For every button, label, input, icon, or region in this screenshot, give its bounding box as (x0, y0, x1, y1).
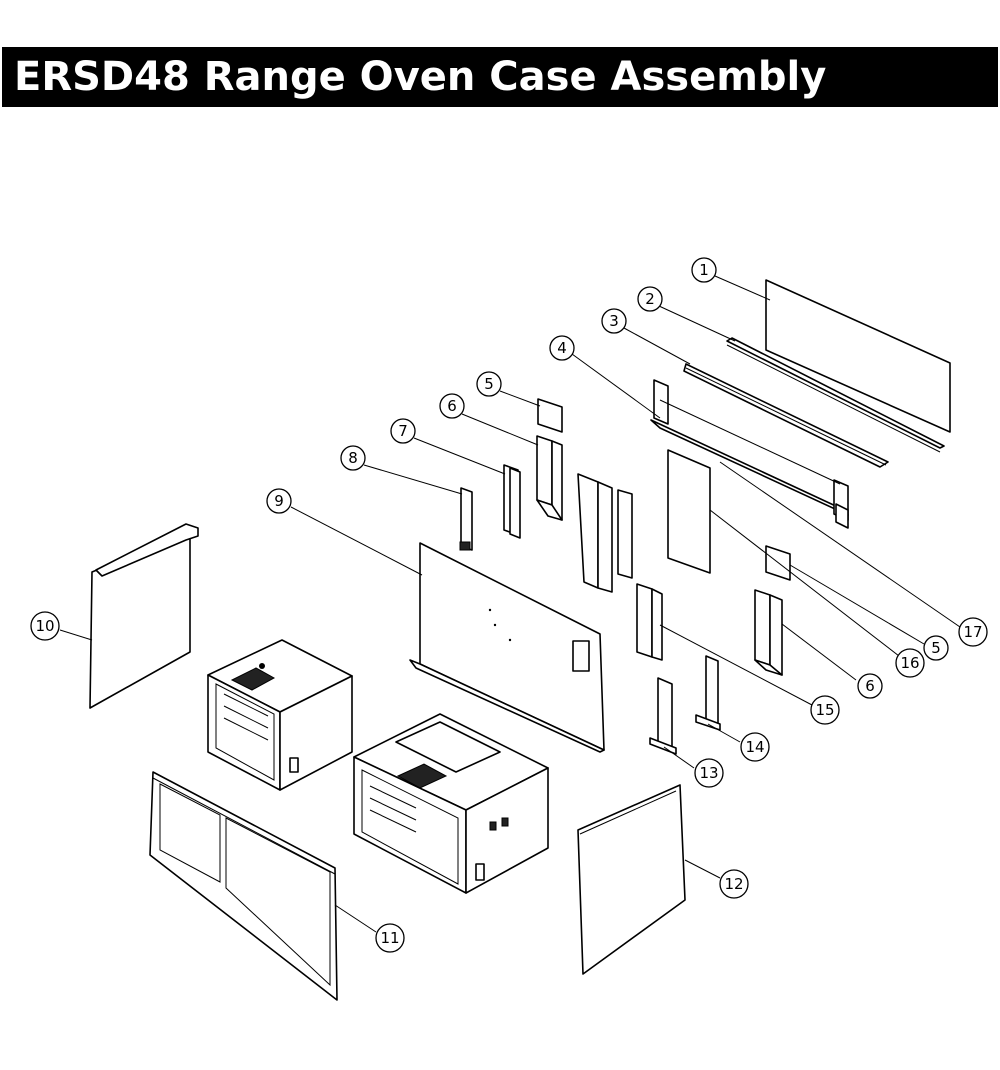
callout-6-upper: 6 (439, 393, 465, 419)
title-bar: ERSD48 Range Oven Case Assembly (2, 47, 998, 107)
callout-2: 2 (637, 286, 663, 312)
callout-11: 11 (375, 923, 405, 953)
callout-label-5-upper: 5 (484, 375, 494, 393)
callout-label-10: 10 (35, 617, 54, 635)
callout-1: 1 (691, 257, 717, 283)
callout-13: 13 (694, 758, 724, 788)
callout-label-9: 9 (274, 492, 284, 510)
callout-label-8: 8 (348, 449, 358, 467)
callout-14: 14 (740, 732, 770, 762)
callout-label-6-upper: 6 (447, 397, 457, 415)
callout-8: 8 (340, 445, 366, 471)
callout-label-4: 4 (557, 339, 567, 357)
callout-label-7: 7 (398, 422, 408, 440)
callout-16: 16 (895, 648, 925, 678)
part-15-column (636, 583, 663, 661)
oven-cavity-large (353, 713, 549, 894)
part-1-panel (765, 279, 951, 433)
part-13-bracket (649, 677, 677, 755)
callout-12: 12 (719, 869, 749, 899)
callout-5-lower: 5 (923, 635, 949, 661)
callout-label-16: 16 (900, 654, 919, 672)
part-7-bracket (503, 464, 521, 539)
part-12-side-panel (577, 784, 686, 975)
part-6-bracket-lower (754, 589, 783, 676)
part-10-side-panel (89, 523, 199, 709)
part-9-back-panel (409, 542, 605, 753)
callout-label-6-lower: 6 (865, 677, 875, 695)
callout-label-12: 12 (724, 875, 743, 893)
part-17-sheet (667, 449, 711, 574)
callout-5-upper: 5 (476, 371, 502, 397)
callout-15: 15 (810, 695, 840, 725)
part-11-front-frame (149, 771, 338, 1001)
callout-7: 7 (390, 418, 416, 444)
oven-cavity-small (207, 639, 353, 791)
part-6-bracket-upper (536, 435, 563, 521)
callout-label-15: 15 (815, 701, 834, 719)
center-column-right (617, 489, 633, 579)
callout-10: 10 (30, 611, 60, 641)
part-5-plate-upper (537, 398, 563, 433)
leader-lines (59, 275, 961, 933)
part-14-bracket (695, 655, 721, 731)
callout-9: 9 (266, 488, 292, 514)
center-column-left (577, 473, 613, 593)
callout-label-14: 14 (745, 738, 764, 756)
callout-label-11: 11 (380, 929, 399, 947)
part-3-channel (683, 363, 889, 468)
callout-label-3: 3 (609, 312, 619, 330)
page-title: ERSD48 Range Oven Case Assembly (14, 54, 827, 100)
callout-label-17: 17 (963, 623, 982, 641)
callout-label-13: 13 (699, 764, 718, 782)
callout-3: 3 (601, 308, 627, 334)
callout-label-5-lower: 5 (931, 639, 941, 657)
callout-17: 17 (958, 617, 988, 647)
part-4-trough (650, 379, 849, 529)
callout-4: 4 (549, 335, 575, 361)
callout-6-lower: 6 (857, 673, 883, 699)
callout-label-2: 2 (645, 290, 655, 308)
part-8-bracket (459, 487, 473, 551)
callout-label-1: 1 (699, 261, 709, 279)
